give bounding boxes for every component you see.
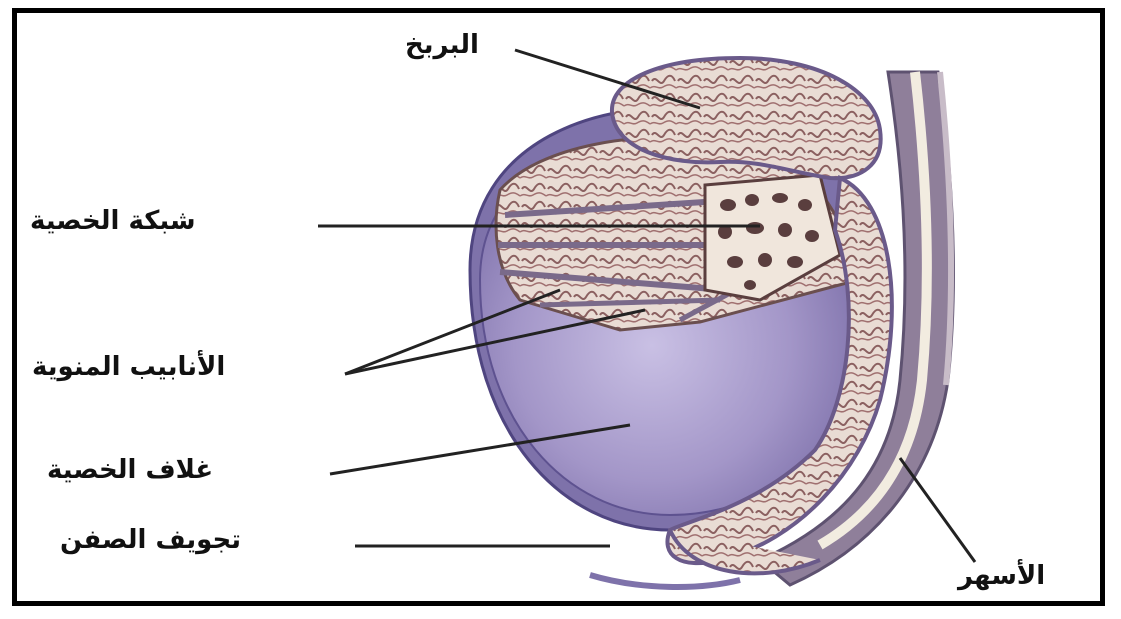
- leader-vas-deferens: [900, 458, 975, 562]
- label-scrotal-cavity: تجويف الصفن: [60, 527, 241, 553]
- label-vas-deferens: الأسهر: [958, 563, 1045, 589]
- label-rete-testis: شبكة الخصية: [30, 208, 196, 234]
- label-testis-capsule: غلاف الخصية: [47, 457, 213, 483]
- label-epididymis: البربخ: [405, 32, 479, 58]
- label-seminiferous-tubules: الأنابيب المنوية: [32, 354, 225, 380]
- scrotal-cavity-shape: [590, 575, 740, 587]
